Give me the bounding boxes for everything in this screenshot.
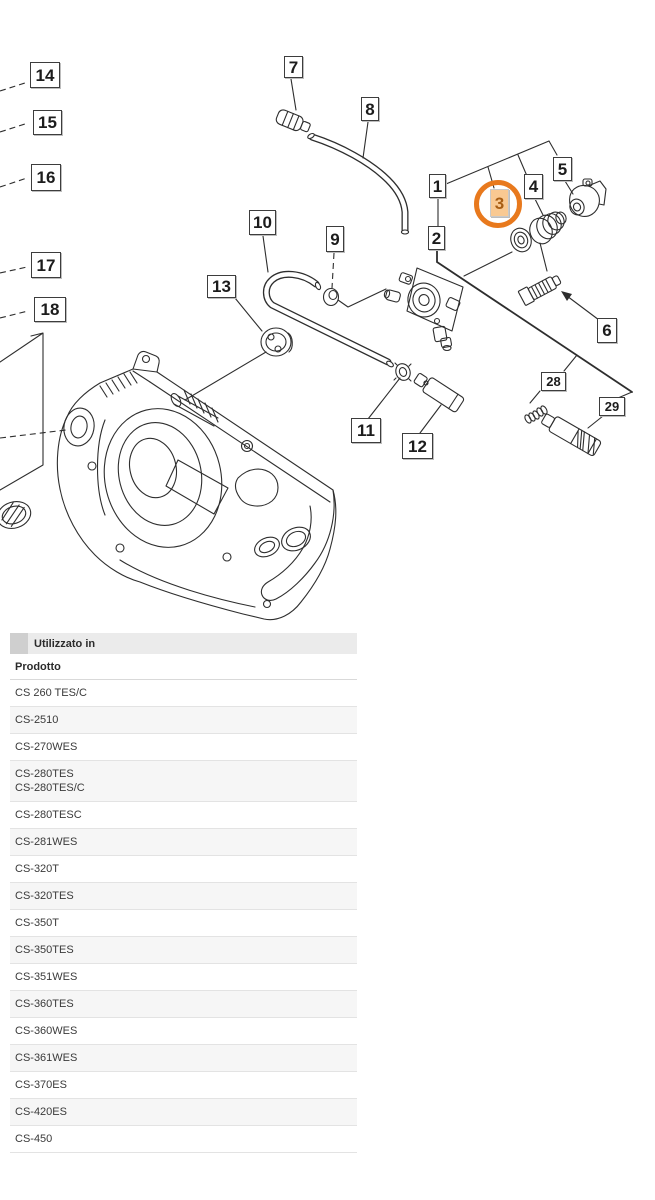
table-title-band: Utilizzato in bbox=[10, 633, 357, 654]
product-row[interactable]: CS-370ES bbox=[10, 1072, 357, 1099]
callout-6[interactable]: 6 bbox=[597, 318, 617, 343]
leader-11 bbox=[367, 377, 401, 420]
leader-29 bbox=[587, 415, 604, 429]
leader-13 bbox=[184, 297, 267, 401]
product-row[interactable]: CS-361WES bbox=[10, 1045, 357, 1072]
leader-6-arrow bbox=[561, 291, 600, 321]
product-row[interactable]: CS-351WES bbox=[10, 964, 357, 991]
product-row[interactable]: CS-350T bbox=[10, 910, 357, 937]
product-name: CS-360WES bbox=[15, 1025, 78, 1037]
leader-7 bbox=[290, 78, 297, 111]
product-row[interactable]: CS-350TES bbox=[10, 937, 357, 964]
callout-2[interactable]: 2 bbox=[428, 226, 445, 250]
product-name: CS-320TES bbox=[15, 890, 74, 902]
part-oil-pump-body bbox=[383, 267, 464, 352]
callout-13[interactable]: 13 bbox=[207, 275, 236, 298]
product-name: CS-320T bbox=[15, 863, 60, 875]
callout-7[interactable]: 7 bbox=[284, 56, 303, 78]
part-6-plug bbox=[517, 275, 562, 306]
diagram-line-art bbox=[0, 78, 633, 621]
product-row[interactable]: CS-270WES bbox=[10, 734, 357, 761]
part-8-hose bbox=[307, 132, 410, 235]
callout-12[interactable]: 12 bbox=[402, 433, 433, 459]
gasket-plane-pointer bbox=[0, 332, 44, 491]
callout-9[interactable]: 9 bbox=[326, 226, 344, 252]
product-row[interactable]: CS-450 bbox=[10, 1126, 357, 1153]
product-row[interactable]: CS-320TES bbox=[10, 883, 357, 910]
product-name: CS-280TES/C bbox=[15, 782, 85, 794]
product-name: CS-351WES bbox=[15, 971, 78, 983]
leader-12 bbox=[419, 404, 442, 434]
table-title: Utilizzato in bbox=[34, 637, 96, 650]
axis-line-4-to-6 bbox=[539, 242, 548, 272]
product-row[interactable]: CS 260 TES/C bbox=[10, 680, 357, 707]
part-13-grommet bbox=[260, 327, 293, 357]
washer-edge-view bbox=[0, 501, 32, 529]
leader-8 bbox=[362, 121, 369, 159]
product-name: CS-270WES bbox=[15, 741, 78, 753]
leader-28 bbox=[529, 390, 541, 404]
part-4-cap bbox=[529, 211, 567, 245]
callout-4[interactable]: 4 bbox=[524, 174, 543, 199]
part-3-seal bbox=[510, 227, 532, 253]
used-in-table: Utilizzato in Prodotto CS 260 TES/C CS-25… bbox=[10, 633, 357, 1153]
axis-line-3-to-pump bbox=[463, 251, 513, 277]
product-row[interactable]: CS-320T bbox=[10, 856, 357, 883]
part-7-fitting bbox=[275, 109, 311, 133]
callout-18[interactable]: 18 bbox=[34, 297, 66, 322]
oil-line-9-to-pump bbox=[337, 288, 387, 308]
callout-28[interactable]: 28 bbox=[541, 372, 566, 391]
product-name: CS-360TES bbox=[15, 998, 74, 1010]
product-name: CS-370ES bbox=[15, 1079, 67, 1091]
part-10-hose bbox=[262, 270, 394, 368]
column-header-prodotto: Prodotto bbox=[10, 654, 357, 680]
part-11-clamp-ring bbox=[393, 362, 412, 382]
product-row[interactable]: CS-280TESC bbox=[10, 802, 357, 829]
product-name: CS-2510 bbox=[15, 714, 59, 726]
part-5-pump-flange bbox=[569, 178, 607, 217]
product-name: CS 260 TES/C bbox=[15, 687, 87, 699]
left-leader-lines bbox=[0, 81, 67, 439]
callout-5[interactable]: 5 bbox=[553, 157, 572, 181]
part-9-ring bbox=[322, 287, 340, 307]
product-name: CS-361WES bbox=[15, 1052, 78, 1064]
product-name: CS-281WES bbox=[15, 836, 78, 848]
product-row[interactable]: CS-281WES bbox=[10, 829, 357, 856]
callout-1[interactable]: 1 bbox=[429, 174, 446, 198]
callout-14[interactable]: 14 bbox=[30, 62, 60, 88]
product-row[interactable]: CS-420ES bbox=[10, 1099, 357, 1126]
leader-9 bbox=[331, 252, 335, 289]
callout-17[interactable]: 17 bbox=[31, 252, 61, 278]
callout-10[interactable]: 10 bbox=[249, 210, 276, 235]
product-row[interactable]: CS-2510 bbox=[10, 707, 357, 734]
callout-11[interactable]: 11 bbox=[351, 418, 381, 443]
callout-16[interactable]: 16 bbox=[31, 164, 61, 191]
crankcase-housing bbox=[56, 350, 337, 621]
part-12-filter bbox=[413, 373, 465, 413]
table-title-icon bbox=[10, 633, 28, 654]
product-name: CS-280TESC bbox=[15, 809, 82, 821]
product-row[interactable]: CS-360WES bbox=[10, 1018, 357, 1045]
callout-15[interactable]: 15 bbox=[33, 110, 62, 135]
product-name: CS-450 bbox=[15, 1133, 53, 1145]
product-row[interactable]: CS-360TES bbox=[10, 991, 357, 1018]
leader-10 bbox=[262, 235, 269, 273]
product-name: CS-280TES bbox=[15, 768, 74, 780]
product-name: CS-350T bbox=[15, 917, 60, 929]
product-name: CS-420ES bbox=[15, 1106, 67, 1118]
callout-29[interactable]: 29 bbox=[599, 397, 625, 416]
callout-3[interactable]: 3 bbox=[490, 189, 509, 217]
part-29-worm-gear bbox=[541, 413, 602, 457]
part-28-spring bbox=[524, 405, 548, 424]
product-row[interactable]: CS-280TES CS-280TES/C bbox=[10, 761, 357, 802]
callout-8[interactable]: 8 bbox=[361, 97, 379, 121]
product-name: CS-350TES bbox=[15, 944, 74, 956]
